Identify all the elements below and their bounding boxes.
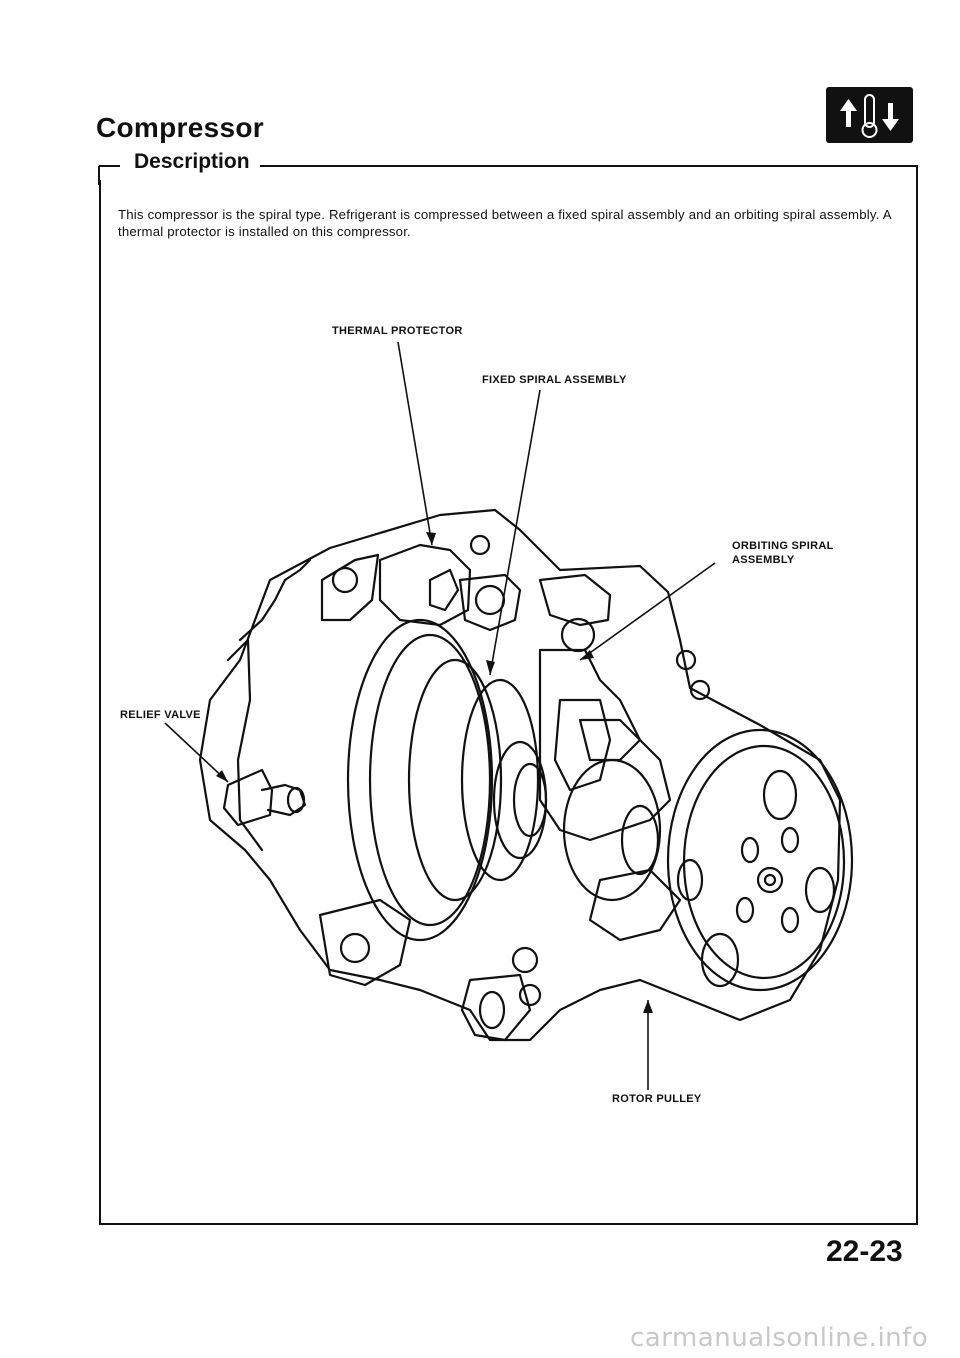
page-number: 22-23	[826, 1235, 903, 1268]
section-title: Description	[126, 150, 258, 174]
label-fixed-spiral-assembly: FIXED SPIRAL ASSEMBLY	[482, 374, 627, 386]
label-orbiting-spiral-line2: ASSEMBLY	[732, 554, 795, 566]
thermometer-arrows-icon	[826, 87, 913, 143]
fixed-spiral-leader	[489, 389, 541, 676]
watermark-text: carmanualsonline.info	[630, 1323, 929, 1353]
label-thermal-protector: THERMAL PROTECTOR	[332, 325, 463, 337]
description-frame	[99, 165, 918, 1225]
label-rotor-pulley: ROTOR PULLEY	[612, 1093, 702, 1105]
page-title: Compressor	[96, 112, 264, 143]
relief-valve-leader	[164, 722, 229, 783]
label-orbiting-spiral-line1: ORBITING SPIRAL	[732, 540, 834, 552]
label-relief-valve: RELIEF VALVE	[120, 709, 201, 721]
thermal-protector-leader	[397, 341, 433, 546]
description-text: This compressor is the spiral type. Refr…	[118, 207, 891, 239]
orbiting-spiral-leader	[579, 562, 716, 661]
